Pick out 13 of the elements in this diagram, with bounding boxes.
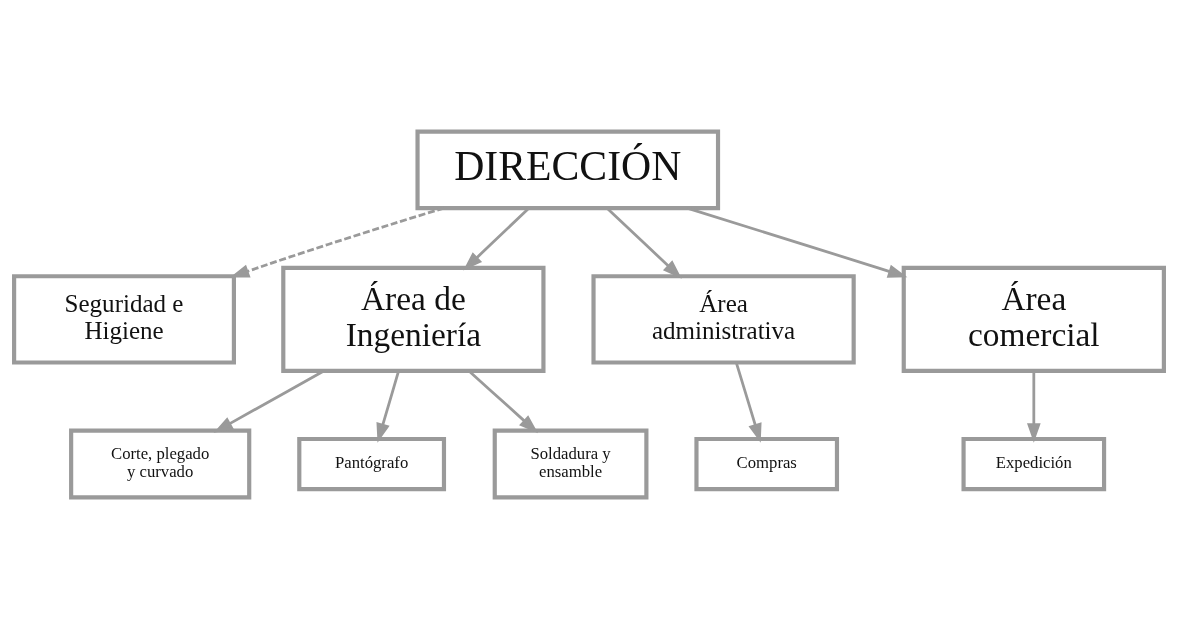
node-box: Área administrativa <box>591 273 856 365</box>
node-box: Área de Ingeniería <box>281 265 546 373</box>
arrow <box>376 370 400 443</box>
node-box: Corte, plegado y curvado <box>69 428 252 500</box>
node-box: Soldadura y ensamble <box>492 428 649 500</box>
node-box: Área comercial <box>901 265 1166 373</box>
node-box: Compras <box>694 436 840 491</box>
node-box: DIRECCIÓN <box>415 128 721 210</box>
arrow <box>734 361 762 443</box>
arrow <box>1027 370 1041 443</box>
node-box: Expedición <box>961 436 1107 491</box>
node-box: Seguridad e Higiene <box>12 273 236 365</box>
node-box: Pantógrafo <box>297 436 447 491</box>
